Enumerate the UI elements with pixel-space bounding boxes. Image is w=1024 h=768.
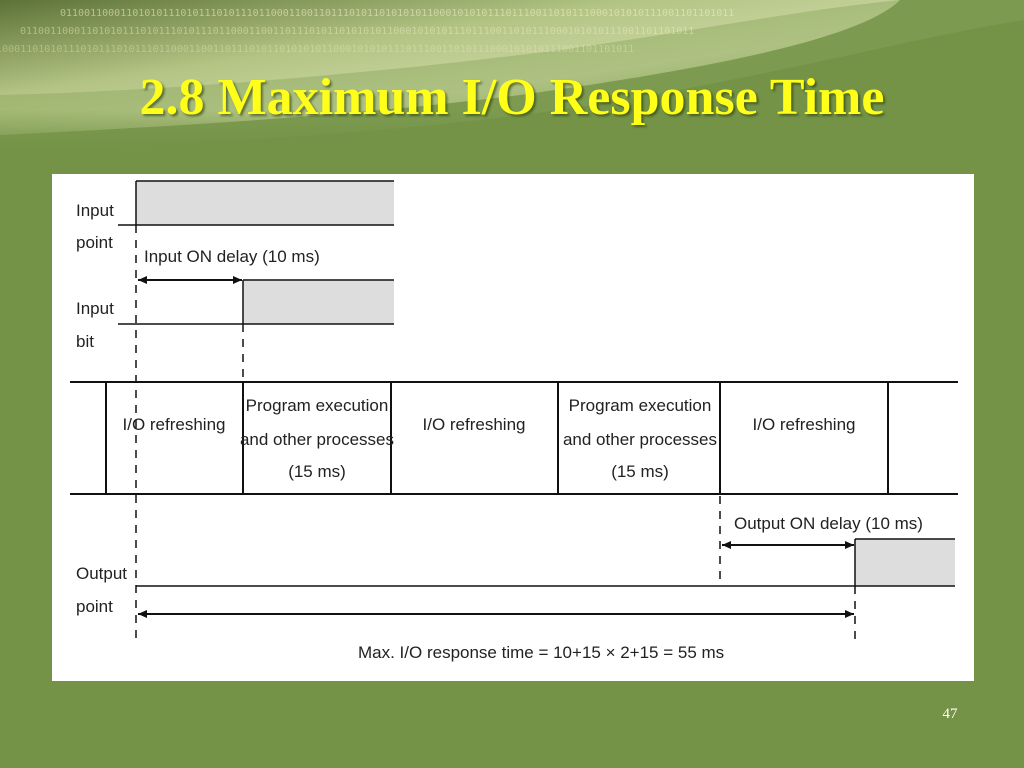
cycle-phase-program-execution: Program execution and other processes (1… <box>563 396 717 481</box>
arrowhead-right-icon <box>845 610 854 618</box>
arrowhead-left-icon <box>138 610 147 618</box>
cycle-phase-io-refreshing: I/O refreshing <box>753 415 856 434</box>
cycle-phase-label: I/O refreshing <box>753 415 856 434</box>
input-bit-on-region <box>243 280 394 324</box>
input-bit-label-line-1: Input <box>76 299 114 318</box>
cycle-phase-label: I/O refreshing <box>123 415 226 434</box>
page-number: 47 <box>942 706 958 722</box>
input-point-label-line-1: Input <box>76 201 114 220</box>
output-point-on-region <box>855 539 955 586</box>
cycle-phase-label: and other processes <box>240 430 394 449</box>
cycle-phase-label: I/O refreshing <box>423 415 526 434</box>
arrowhead-right-icon <box>845 541 854 549</box>
binary-text-row: 0110011000110101011101011101011101100011… <box>0 44 634 55</box>
input-on-delay-label: Input ON delay (10 ms) <box>144 247 320 266</box>
cycle-phase-label: and other processes <box>563 430 717 449</box>
slide-title: 2.8 Maximum I/O Response Time <box>139 69 885 126</box>
cycle-phase-label: Program execution <box>246 396 389 415</box>
timing-diagram-panel: Input point Input ON delay (10 ms) Input… <box>52 174 974 681</box>
timing-diagram: Input point Input ON delay (10 ms) Input… <box>70 180 958 662</box>
cycle-phase-label: (15 ms) <box>611 462 669 481</box>
cycle-phase-io-refreshing: I/O refreshing <box>423 415 526 434</box>
cycle-phase-program-execution: Program execution and other processes (1… <box>240 396 394 481</box>
max-response-time-label: Max. I/O response time = 10+15 × 2+15 = … <box>358 643 724 662</box>
arrowhead-left-icon <box>722 541 731 549</box>
input-bit-label-line-2: bit <box>76 332 94 351</box>
cycle-phase-io-refreshing: I/O refreshing <box>123 415 226 434</box>
output-point-label-line-2: point <box>76 597 113 616</box>
arrowhead-left-icon <box>138 276 147 284</box>
output-on-delay-label: Output ON delay (10 ms) <box>734 514 923 533</box>
cycle-phase-label: Program execution <box>569 396 712 415</box>
arrowhead-right-icon <box>233 276 242 284</box>
binary-text-row: 0110011000110101011101011101011101100011… <box>20 26 694 37</box>
input-point-label-line-2: point <box>76 233 113 252</box>
cycle-phase-label: (15 ms) <box>288 462 346 481</box>
output-point-label-line-1: Output <box>76 564 127 583</box>
input-point-on-region <box>136 181 394 225</box>
binary-text-row: 0110011000110101011101011101011101100011… <box>60 8 734 19</box>
header-banner: 0110011000110101011101011101011101100011… <box>0 0 1024 150</box>
